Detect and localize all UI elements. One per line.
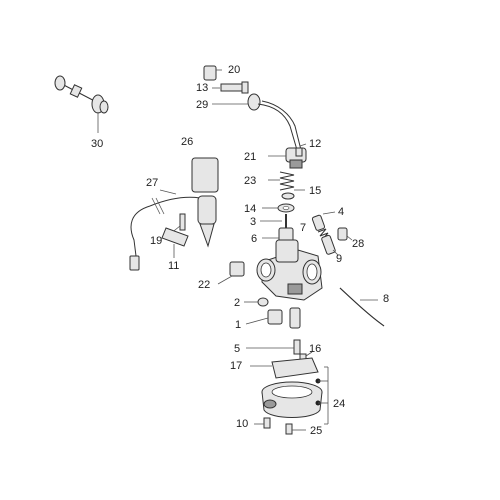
label-13: 13 [196, 82, 208, 94]
label-24: 24 [333, 398, 345, 410]
part-7-spring [317, 228, 329, 241]
part-14-washer [262, 203, 295, 213]
part-9-screw [321, 234, 339, 256]
label-6: 6 [251, 233, 257, 245]
label-28: 28 [352, 238, 364, 250]
label-5: 5 [234, 343, 240, 355]
part-22-clip [217, 261, 245, 285]
part-10-screw [254, 417, 271, 429]
label-10: 10 [236, 418, 248, 430]
label-20: 20 [228, 64, 240, 76]
part-1-jets [245, 307, 301, 329]
label-12: 12 [309, 138, 321, 150]
label-30: 30 [91, 138, 103, 150]
label-26: 26 [181, 136, 193, 148]
label-1: 1 [235, 319, 241, 331]
part-4-screw [311, 211, 336, 231]
part-11-bracket [161, 227, 189, 258]
part-15-washer [281, 189, 305, 200]
part-29-cable [212, 93, 302, 151]
label-22: 22 [198, 279, 210, 291]
label-17: 17 [230, 360, 242, 372]
label-27: 27 [146, 177, 158, 189]
label-23: 23 [244, 175, 256, 187]
part-2-nut [244, 297, 269, 307]
label-21: 21 [244, 151, 256, 163]
part-26-rubber-cap [191, 157, 219, 193]
part-30-bolt-assembly [54, 75, 109, 133]
part-12-screw [295, 143, 307, 157]
label-19: 19 [150, 235, 162, 247]
label-7: 7 [300, 222, 306, 234]
label-29: 29 [196, 99, 208, 111]
part-24-float-bowl [261, 366, 329, 425]
part-5-float-needle [246, 339, 301, 355]
label-25: 25 [310, 425, 322, 437]
label-3: 3 [250, 216, 256, 228]
part-27-wire-harness [129, 189, 201, 271]
label-2: 2 [234, 297, 240, 309]
part-13-screw [212, 81, 249, 94]
part-17-float [250, 357, 319, 379]
part-25-screw [285, 423, 306, 435]
carburettor-body [256, 239, 323, 301]
label-9: 9 [336, 253, 342, 265]
part-8-hose [339, 287, 385, 327]
part-28-screw [337, 227, 353, 241]
label-8: 8 [383, 293, 389, 305]
part-23-spring [268, 171, 295, 191]
label-4: 4 [338, 206, 344, 218]
label-15: 15 [309, 185, 321, 197]
label-14: 14 [244, 203, 256, 215]
label-11: 11 [168, 260, 179, 272]
part-20-cap [203, 65, 222, 81]
choke-body [197, 195, 217, 248]
label-16: 16 [309, 343, 321, 355]
